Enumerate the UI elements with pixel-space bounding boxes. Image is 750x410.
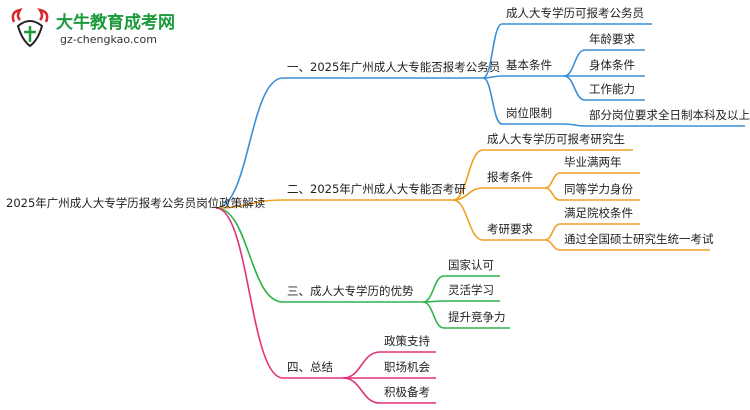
subtopic[interactable]: 成人大专学历可报考研究生	[487, 132, 625, 146]
leaf-topic[interactable]: 毕业满两年	[564, 155, 622, 169]
branch-topic[interactable]: 二、2025年广州成人大专能否考研	[287, 182, 466, 196]
subtopic-connector	[482, 77, 503, 125]
leaf-connector	[544, 187, 561, 201]
subtopic[interactable]: 灵活学习	[448, 283, 494, 297]
subtopic[interactable]: 岗位限制	[506, 106, 552, 120]
leaf-topic[interactable]: 工作能力	[589, 82, 635, 96]
leaf-topic[interactable]: 年龄要求	[589, 32, 635, 46]
root-topic[interactable]: 2025年广州成人大专学历报考公务员岗位政策解读	[6, 196, 266, 210]
bull-logo-icon	[11, 8, 49, 48]
leaf-topic[interactable]: 通过全国硕士研究生统一考试	[564, 232, 714, 246]
leaf-topic[interactable]: 身体条件	[589, 58, 635, 72]
leaf-topic[interactable]: 满足院校条件	[564, 206, 633, 220]
subtopic[interactable]: 报考条件	[487, 170, 533, 184]
subtopic[interactable]: 成人大专学历可报考公务员	[506, 6, 644, 20]
subtopic-connector	[452, 187, 484, 201]
branch-topic[interactable]: 三、成人大专学历的优势	[287, 284, 414, 298]
site-logo-url: gz-chengkao.com	[60, 33, 157, 46]
subtopic[interactable]: 职场机会	[384, 360, 430, 374]
branch-connector	[215, 207, 284, 379]
site-logo-title: 大牛教育成考网	[56, 13, 175, 33]
subtopic-connector	[482, 23, 503, 79]
branch-connector	[215, 77, 284, 209]
subtopic-connector	[342, 351, 381, 379]
leaf-topic[interactable]: 部分岗位要求全日制本科及以上学历	[589, 108, 750, 122]
branch-topic[interactable]: 四、总结	[287, 360, 333, 374]
subtopic[interactable]: 考研要求	[487, 222, 533, 236]
site-logo[interactable]: 大牛教育成考网 gz-chengkao.com	[8, 6, 208, 56]
subtopic-connector	[452, 199, 484, 241]
subtopic-connector	[342, 377, 381, 404]
subtopic[interactable]: 提升竞争力	[448, 310, 506, 324]
leaf-topic[interactable]: 同等学力身份	[564, 182, 633, 196]
branch-topic[interactable]: 一、2025年广州成人大专能否报考公务员	[287, 60, 501, 74]
branch-connector	[215, 207, 284, 303]
subtopic[interactable]: 基本条件	[506, 58, 552, 72]
leaf-connector	[563, 123, 586, 127]
subtopic[interactable]: 积极备考	[384, 385, 430, 399]
subtopic-connector	[422, 301, 445, 329]
subtopic[interactable]: 政策支持	[384, 334, 430, 348]
leaf-connector	[563, 75, 586, 101]
subtopic-connector	[452, 149, 484, 201]
subtopic[interactable]: 国家认可	[448, 258, 494, 272]
leaf-connector	[544, 239, 561, 251]
branch-connector	[215, 199, 284, 209]
